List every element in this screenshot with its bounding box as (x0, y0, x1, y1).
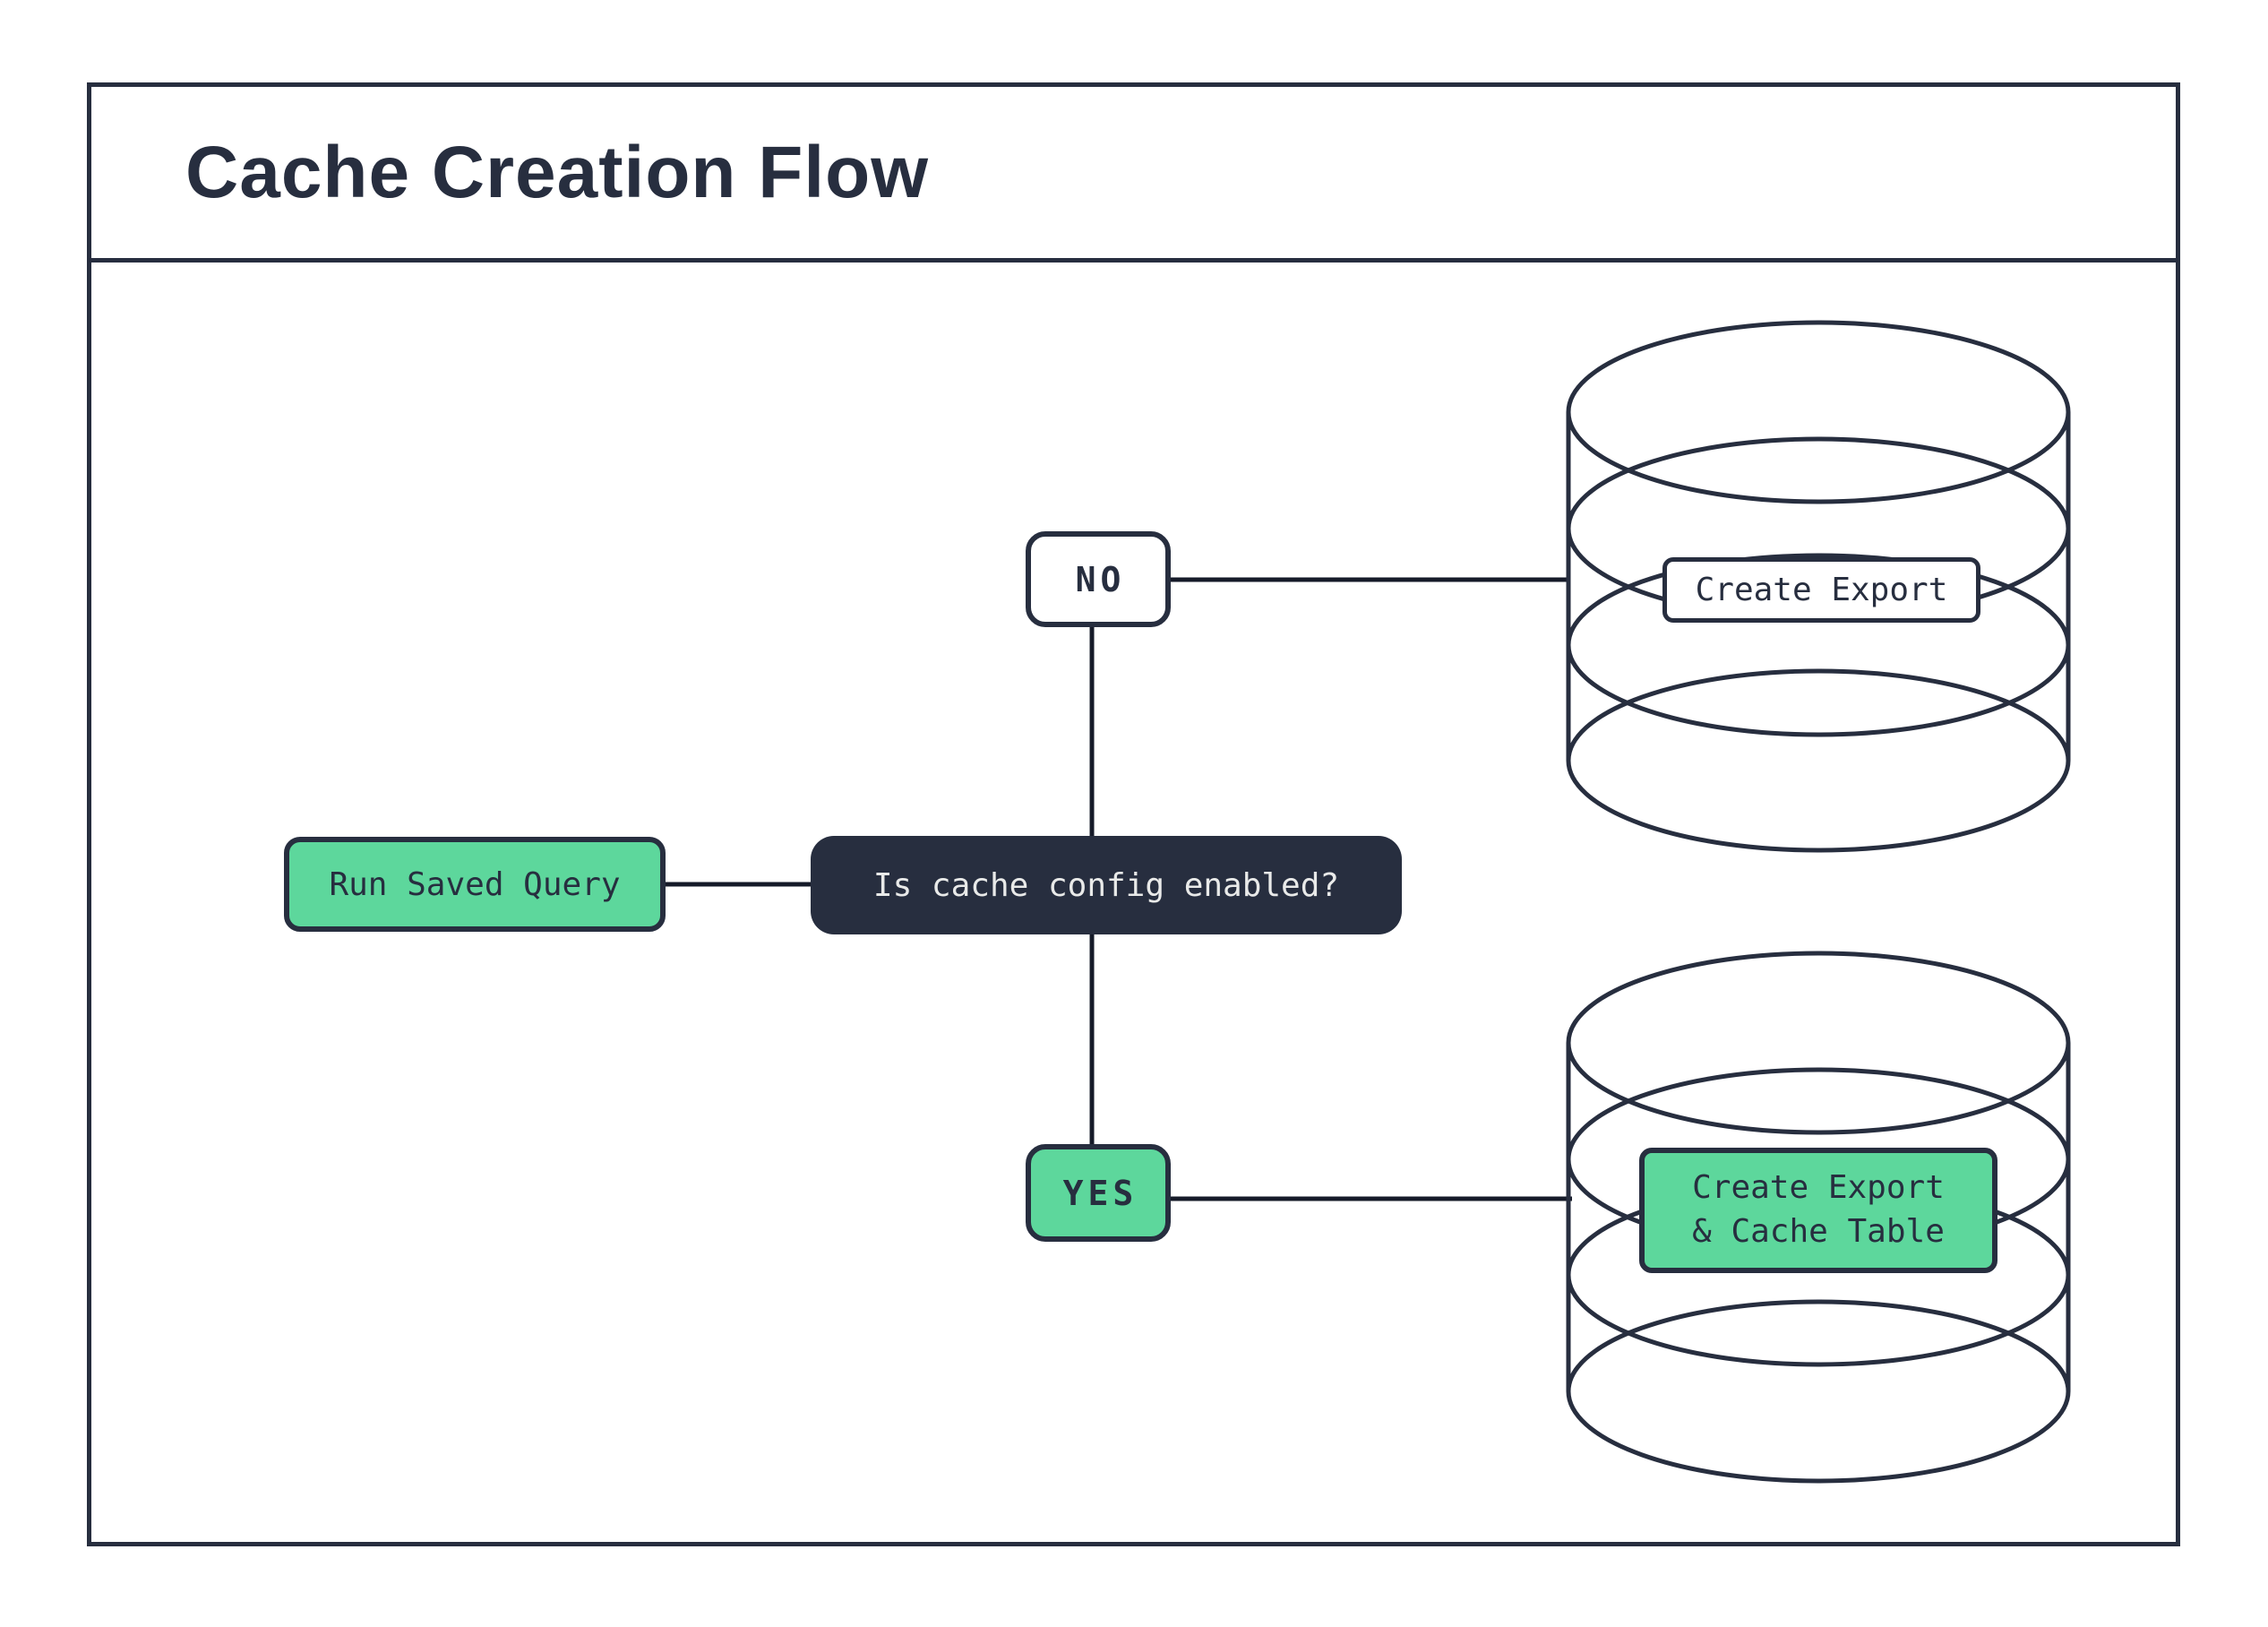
node-run-saved-query-label: Run Saved Query (329, 865, 621, 903)
node-create-export-cache-table-line1: Create Export (1692, 1169, 1945, 1207)
database-icon (1566, 320, 2071, 853)
title-bar: Cache Creation Flow (91, 87, 2176, 263)
node-yes-branch-label: YES (1062, 1173, 1138, 1213)
page-title: Cache Creation Flow (185, 131, 930, 213)
node-create-export-cache-table: Create Export & Cache Table (1639, 1148, 1997, 1273)
node-cache-config-decision: Is cache config enabled? (811, 836, 1402, 934)
node-create-export: Create Export (1662, 557, 1980, 623)
node-no-branch: NO (1026, 531, 1171, 627)
node-no-branch-label: NO (1075, 559, 1126, 599)
node-run-saved-query: Run Saved Query (284, 837, 666, 932)
node-create-export-label: Create Export (1695, 572, 1948, 608)
node-cache-config-decision-label: Is cache config enabled? (872, 866, 1340, 904)
diagram-frame: Cache Creation Flow (87, 82, 2180, 1546)
node-create-export-cache-table-line2: & Cache Table (1692, 1213, 1945, 1250)
node-yes-branch: YES (1026, 1144, 1171, 1242)
